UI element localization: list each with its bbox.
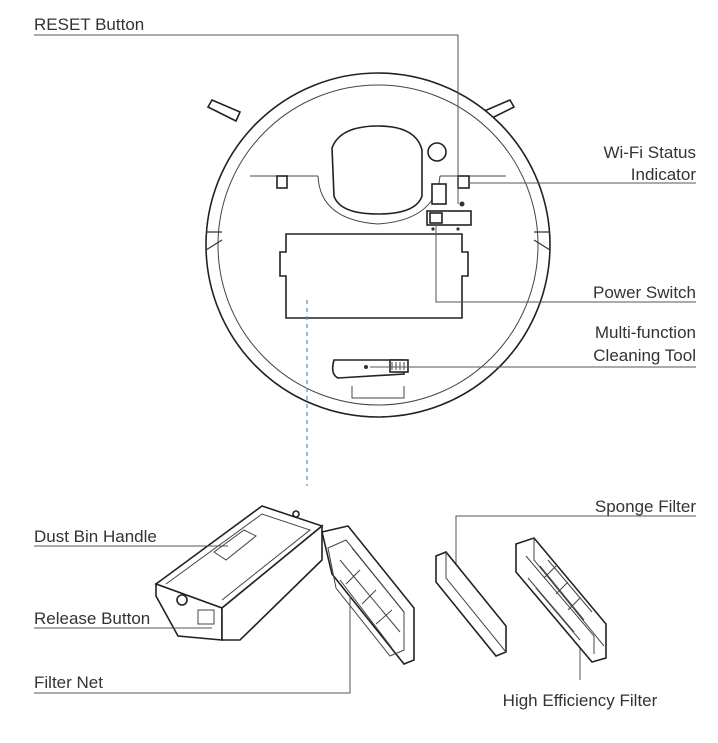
- callout-filter-net: [34, 596, 351, 694]
- switch-marker: [456, 227, 460, 231]
- label-high-efficiency-filter: High Efficiency Filter: [503, 691, 658, 710]
- dust-bin: [154, 505, 324, 641]
- cover-clip-left: [276, 175, 288, 189]
- label-release-button: Release Button: [34, 609, 150, 628]
- label-wifi-line2: Indicator: [631, 165, 697, 184]
- sponge-filter: [435, 551, 507, 657]
- filter-net-lid: [321, 525, 415, 665]
- dust-bin-bay: [279, 233, 469, 319]
- front-notch: [351, 386, 405, 399]
- switch-marker: [431, 227, 435, 231]
- power-switch: [429, 212, 443, 224]
- label-dust-bin-handle: Dust Bin Handle: [34, 527, 157, 546]
- bumper-edge: [205, 239, 551, 251]
- callout-sponge-filter: [455, 515, 696, 580]
- callout-reset: [34, 34, 459, 204]
- label-power-switch: Power Switch: [593, 283, 696, 302]
- label-multi-line1: Multi-function: [595, 323, 696, 342]
- high-efficiency-filter: [515, 537, 607, 663]
- label-filter-net: Filter Net: [34, 673, 103, 692]
- label-reset-button: RESET Button: [34, 15, 144, 34]
- sensor-dot: [427, 142, 447, 162]
- robot-inner-shell: [217, 84, 539, 406]
- cleaning-tool-in-slot: [331, 359, 409, 379]
- label-sponge-filter: Sponge Filter: [595, 497, 696, 516]
- wifi-indicator: [457, 175, 470, 189]
- button-panel: [431, 183, 447, 205]
- robot-vacuum-top-view: [205, 72, 551, 418]
- label-multi-line2: Cleaning Tool: [593, 346, 696, 365]
- left-side-brush: [206, 98, 242, 123]
- label-wifi-line1: Wi-Fi Status: [603, 143, 696, 162]
- reset-button-dot: [459, 201, 465, 207]
- lds-turret: [331, 125, 423, 215]
- callout-power: [435, 222, 696, 303]
